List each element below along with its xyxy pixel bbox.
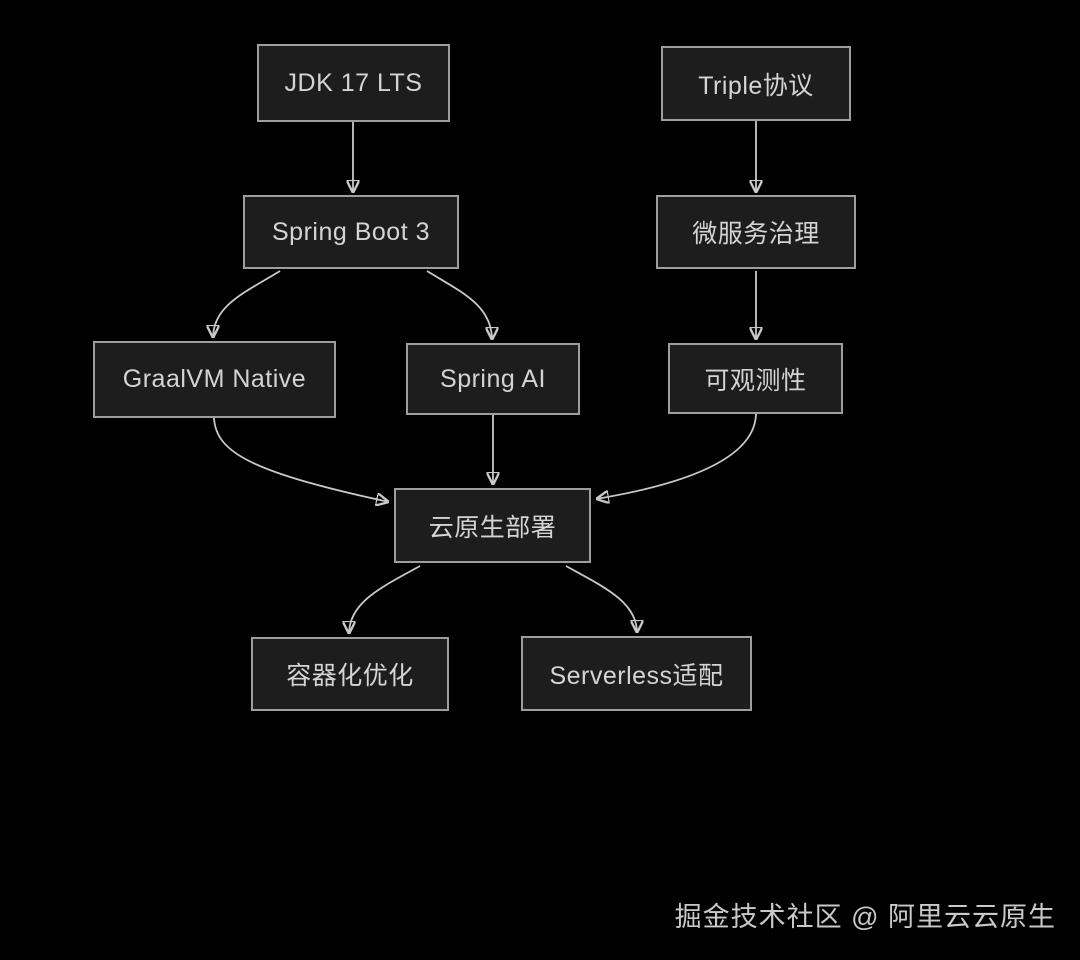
node-spring-ai: Spring AI bbox=[406, 343, 580, 415]
node-observability-label: 可观测性 bbox=[704, 366, 807, 395]
node-cloud-native-deployment: 云原生部署 bbox=[394, 488, 591, 563]
node-jdk-17-lts-label: JDK 17 LTS bbox=[284, 68, 423, 97]
edge-observability-to-cloudnative bbox=[596, 413, 757, 499]
edge-graalvm-to-cloudnative bbox=[213, 417, 389, 502]
node-triple-protocol-label: Triple协议 bbox=[698, 71, 814, 100]
node-microservice-governance: 微服务治理 bbox=[656, 195, 856, 269]
edge-springboot3-to-graalvm bbox=[213, 270, 281, 338]
edge-springboot3-to-springai bbox=[426, 270, 492, 340]
node-spring-ai-label: Spring AI bbox=[440, 364, 546, 393]
node-spring-boot-3-label: Spring Boot 3 bbox=[272, 217, 430, 246]
node-containerization-optimization-label: 容器化优化 bbox=[286, 662, 414, 690]
node-spring-boot-3: Spring Boot 3 bbox=[243, 195, 459, 269]
edge-cloudnative-to-container bbox=[349, 565, 421, 634]
node-containerization-optimization: 容器化优化 bbox=[251, 637, 449, 711]
node-graalvm-native-label: GraalVM Native bbox=[122, 365, 307, 393]
node-triple-protocol: Triple协议 bbox=[661, 46, 851, 121]
node-jdk-17-lts: JDK 17 LTS bbox=[257, 44, 450, 122]
node-serverless-adaptation-label: Serverless适配 bbox=[549, 661, 724, 690]
node-microservice-governance-label: 微服务治理 bbox=[692, 220, 820, 248]
node-cloud-native-deployment-label: 云原生部署 bbox=[428, 513, 557, 542]
node-serverless-adaptation: Serverless适配 bbox=[521, 636, 752, 711]
node-observability: 可观测性 bbox=[668, 343, 843, 414]
node-graalvm-native: GraalVM Native bbox=[93, 341, 336, 418]
edge-cloudnative-to-serverless bbox=[565, 565, 637, 633]
watermark-text: 掘金技术社区 @ 阿里云云原生 bbox=[674, 902, 1056, 932]
